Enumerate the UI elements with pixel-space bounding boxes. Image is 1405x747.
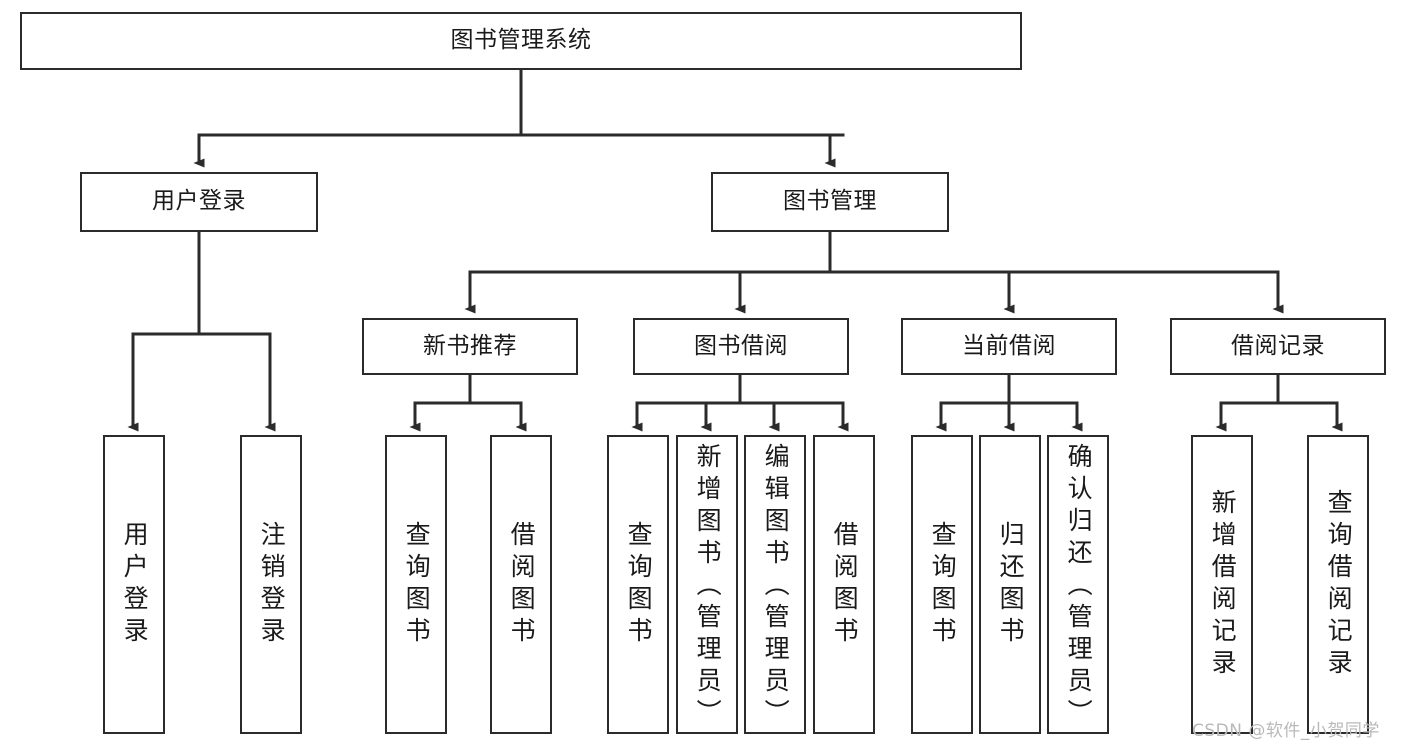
node-root-system[interactable]: 图书管理系统 — [20, 12, 1022, 70]
leaf-borrow-book[interactable]: 借阅图书 — [813, 435, 875, 734]
node-label: 查询借阅记录 — [1324, 488, 1354, 681]
node-book-borrow[interactable]: 图书借阅 — [633, 318, 849, 375]
leaf-add-borrow-record[interactable]: 新增借阅记录 — [1191, 435, 1253, 734]
node-label: 新增图书（管理员） — [693, 443, 723, 731]
node-label: 查询图书 — [928, 520, 958, 649]
node-label: 归还图书 — [996, 520, 1026, 649]
node-new-book-recommend[interactable]: 新书推荐 — [362, 318, 578, 375]
node-label: 确认归还（管理员） — [1064, 443, 1094, 731]
leaf-query-borrow-record[interactable]: 查询借阅记录 — [1307, 435, 1369, 734]
node-label: 用户登录 — [120, 520, 150, 649]
leaf-query-book-new[interactable]: 查询图书 — [385, 435, 447, 734]
leaf-return-book[interactable]: 归还图书 — [979, 435, 1041, 734]
node-borrow-record[interactable]: 借阅记录 — [1170, 318, 1386, 375]
leaf-logout[interactable]: 注销登录 — [240, 435, 302, 734]
node-label: 借阅记录 — [1231, 332, 1325, 359]
node-label: 新书推荐 — [423, 332, 517, 359]
node-label: 图书借阅 — [694, 332, 788, 359]
node-book-management[interactable]: 图书管理 — [711, 172, 949, 232]
node-label: 图书管理 — [783, 188, 877, 215]
node-label: 查询图书 — [402, 520, 432, 649]
csdn-watermark: CSDN @软件_小贺同学 — [1192, 721, 1380, 741]
leaf-user-login[interactable]: 用户登录 — [103, 435, 165, 734]
node-label: 借阅图书 — [830, 520, 860, 649]
leaf-query-book-current[interactable]: 查询图书 — [911, 435, 973, 734]
leaf-confirm-return-admin[interactable]: 确认归还（管理员） — [1047, 435, 1109, 734]
node-label: 注销登录 — [257, 520, 287, 649]
node-user-login[interactable]: 用户登录 — [80, 172, 318, 232]
leaf-add-book-admin[interactable]: 新增图书（管理员） — [676, 435, 738, 734]
leaf-query-book-borrow[interactable]: 查询图书 — [607, 435, 669, 734]
node-label: 新增借阅记录 — [1208, 488, 1238, 681]
leaf-borrow-book-new[interactable]: 借阅图书 — [490, 435, 552, 734]
node-label: 查询图书 — [624, 520, 654, 649]
node-label: 用户登录 — [152, 188, 246, 215]
node-label: 编辑图书（管理员） — [761, 443, 791, 731]
node-current-borrow[interactable]: 当前借阅 — [901, 318, 1117, 375]
leaf-edit-book-admin[interactable]: 编辑图书（管理员） — [744, 435, 806, 734]
node-label: 图书管理系统 — [450, 27, 592, 54]
node-label: 当前借阅 — [962, 332, 1056, 359]
node-label: 借阅图书 — [507, 520, 537, 649]
